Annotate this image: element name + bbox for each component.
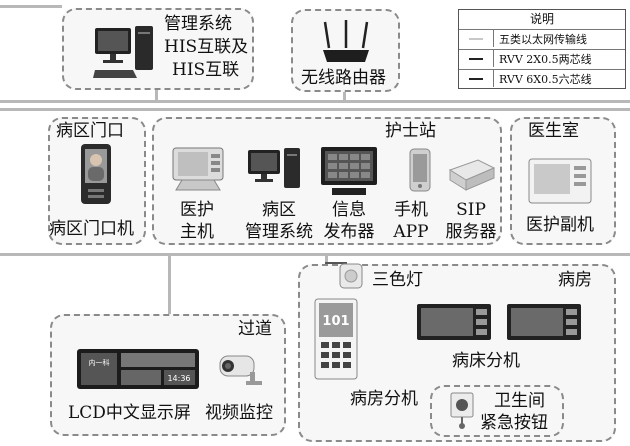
nurse-device-label: 服务器 <box>445 222 497 242</box>
legend-label: RVV 2X0.5两芯线 <box>499 53 592 66</box>
nurse-device-label: 主机 <box>180 222 214 242</box>
doctor-room-title: 医生室 <box>528 121 579 141</box>
legend-label: RVV 6X0.5六芯线 <box>499 73 592 86</box>
door-terminal-icon <box>80 143 112 205</box>
lcd-label: LCD中文显示屏 <box>68 403 191 423</box>
sub-terminal-icon <box>528 158 592 204</box>
main-bus-2 <box>0 108 630 111</box>
emergency-button-icon <box>448 392 476 430</box>
lcd-left-text: 内一科 <box>89 358 110 367</box>
nurse-device-label: 管理系统 <box>245 222 313 242</box>
nurse-device-label: 信息 <box>332 200 366 220</box>
lcd-right-text: 14:36 <box>167 374 190 383</box>
legend-row: RVV 6X0.5六芯线 <box>459 69 625 87</box>
trunk-vertical <box>168 253 171 318</box>
router-box <box>291 9 400 92</box>
bathroom-label-1: 卫生间 <box>494 391 545 411</box>
wifi-router-icon <box>321 18 371 64</box>
router-label: 无线路由器 <box>301 68 386 88</box>
nurse-device-label: 发布器 <box>323 222 375 242</box>
legend-swatch <box>469 38 483 40</box>
legend: 说明 五类以太网传输线 RVV 2X0.5两芯线 RVV 6X0.5六芯线 <box>458 9 626 89</box>
nurse-device-label: SIP <box>456 200 486 220</box>
main-bus-left <box>0 5 62 8</box>
lcd-display-icon: 内一科 14:36 <box>76 348 200 390</box>
his-label-3: HIS互联 <box>172 60 240 80</box>
room-panel-number: 101 <box>322 314 349 329</box>
legend-row: RVV 2X0.5两芯线 <box>459 49 625 67</box>
ward-gate-title: 病区门口 <box>56 121 124 141</box>
ward-two-core <box>325 262 347 265</box>
info-display-icon <box>320 146 378 196</box>
computer-icon <box>93 24 159 84</box>
his-drop <box>155 85 158 102</box>
corridor-title: 过道 <box>238 319 272 339</box>
main-bus-3 <box>0 253 630 256</box>
ward-gate-device-label: 病区门口机 <box>49 219 134 239</box>
nurse-device-label: 手机 <box>394 200 428 220</box>
main-bus-1 <box>0 100 630 103</box>
doctor-room-device-label: 医护副机 <box>526 215 594 235</box>
ward-room-title: 病房 <box>558 270 592 290</box>
mobile-phone-icon <box>409 148 431 192</box>
bed-terminal-icon <box>506 303 582 341</box>
ward-drop <box>325 253 328 263</box>
legend-row: 五类以太网传输线 <box>459 29 625 47</box>
camera-label: 视频监控 <box>205 403 273 423</box>
nurse-device-label: 医护 <box>180 200 214 220</box>
his-label-1: 管理系统 <box>164 14 232 34</box>
legend-label: 五类以太网传输线 <box>499 33 587 46</box>
tricolor-lamp-icon <box>338 262 364 290</box>
nurse-host-icon <box>172 146 224 192</box>
nurse-device-label: 病区 <box>262 200 296 220</box>
nurse-station-title: 护士站 <box>385 121 436 141</box>
tricolor-lamp-label: 三色灯 <box>372 270 423 290</box>
camera-icon <box>218 352 268 390</box>
legend-title: 说明 <box>529 12 554 26</box>
room-terminal-label: 病房分机 <box>350 389 418 409</box>
legend-swatch <box>469 58 483 60</box>
legend-swatch <box>469 78 483 80</box>
bed-terminal-icon <box>416 303 492 341</box>
nurse-device-label: APP <box>393 222 429 242</box>
room-panel-icon: 101 <box>314 298 358 380</box>
desktop-computer-icon <box>247 146 303 192</box>
sip-server-icon <box>448 158 496 192</box>
his-label-2: HIS互联及 <box>164 37 249 57</box>
router-drop <box>343 91 346 103</box>
bathroom-label-2: 紧急按钮 <box>480 413 548 433</box>
bed-terminal-label: 病床分机 <box>452 351 520 371</box>
